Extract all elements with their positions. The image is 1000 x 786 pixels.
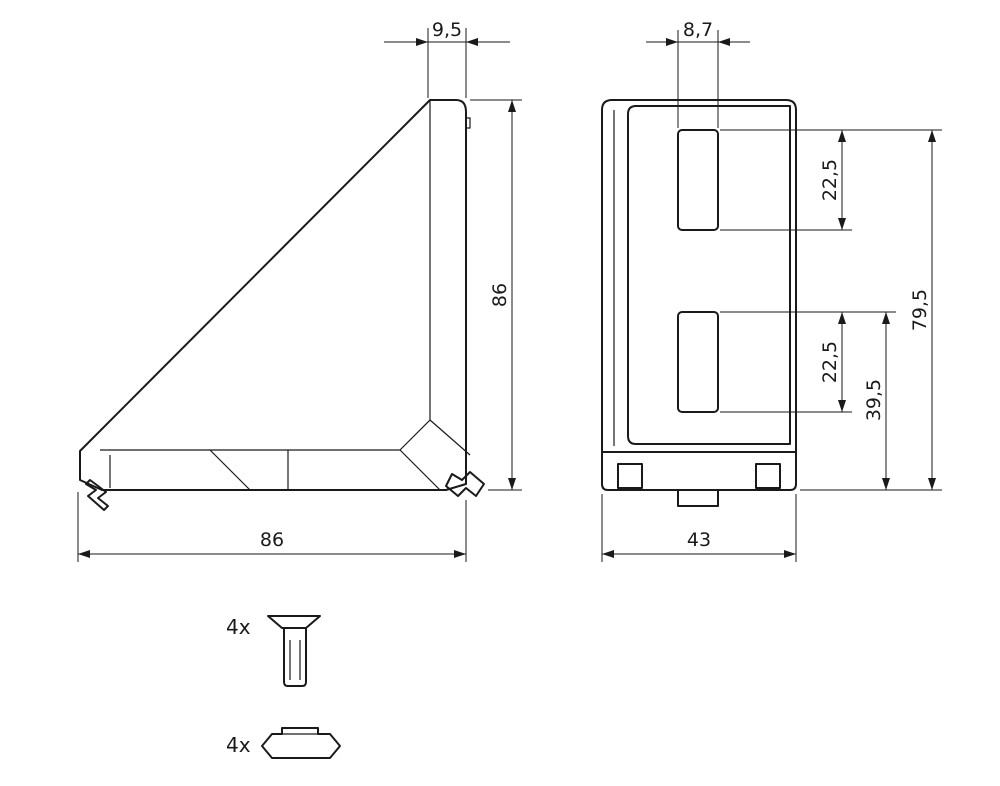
nut-quantity: 4x: [226, 733, 251, 757]
front-view-left-foot: [617, 463, 643, 489]
dim-side-top-width: 9,5: [384, 19, 510, 98]
front-view-outline: [601, 99, 797, 491]
dim-label-side-height: 86: [489, 283, 511, 307]
side-view: [79, 99, 485, 511]
screw-quantity: 4x: [226, 615, 251, 639]
slot-nut-icon: [261, 727, 341, 759]
side-view-left-tab: [85, 479, 109, 511]
dim-label-upper-22-5: 22,5: [819, 159, 841, 201]
front-view-inner-panel: [627, 105, 791, 445]
front-view-lower-slot: [677, 311, 719, 413]
dim-label-side-width: 86: [260, 529, 284, 551]
side-view-outline: [79, 99, 467, 491]
side-view-right-tab: [445, 471, 485, 497]
front-view-right-foot: [755, 463, 781, 489]
nut-part: 4x: [226, 727, 341, 759]
dim-front-lower-slot: 22,5: [720, 311, 852, 413]
dim-front-width: 43: [601, 494, 797, 562]
side-view-rib-a: [209, 449, 251, 491]
dim-side-width: 86: [77, 492, 467, 562]
dim-front-lower-offset: 39,5: [800, 311, 896, 491]
dim-label-8-7: 8,7: [683, 19, 713, 41]
side-view-inner-vertical: [399, 100, 431, 451]
dim-front-upper-slot: 22,5: [720, 129, 852, 231]
side-view-top-notch: [466, 117, 471, 129]
dim-label-43: 43: [687, 529, 711, 551]
dim-label-lower-22-5: 22,5: [819, 341, 841, 383]
front-view-tenon: [677, 489, 719, 507]
dim-front-total-height: 79,5: [852, 129, 942, 491]
dim-label-39-5: 39,5: [863, 379, 885, 421]
screw-part: 4x: [226, 615, 321, 687]
front-view: [601, 99, 797, 507]
countersunk-screw-icon: [267, 615, 321, 687]
dim-label-9-5: 9,5: [432, 19, 462, 41]
dim-label-79-5: 79,5: [909, 289, 931, 331]
dim-front-slot-width: 8,7: [646, 19, 750, 128]
dim-side-height: 86: [470, 99, 522, 491]
front-view-upper-slot: [677, 129, 719, 231]
side-view-corner-chamfer: [399, 419, 471, 491]
